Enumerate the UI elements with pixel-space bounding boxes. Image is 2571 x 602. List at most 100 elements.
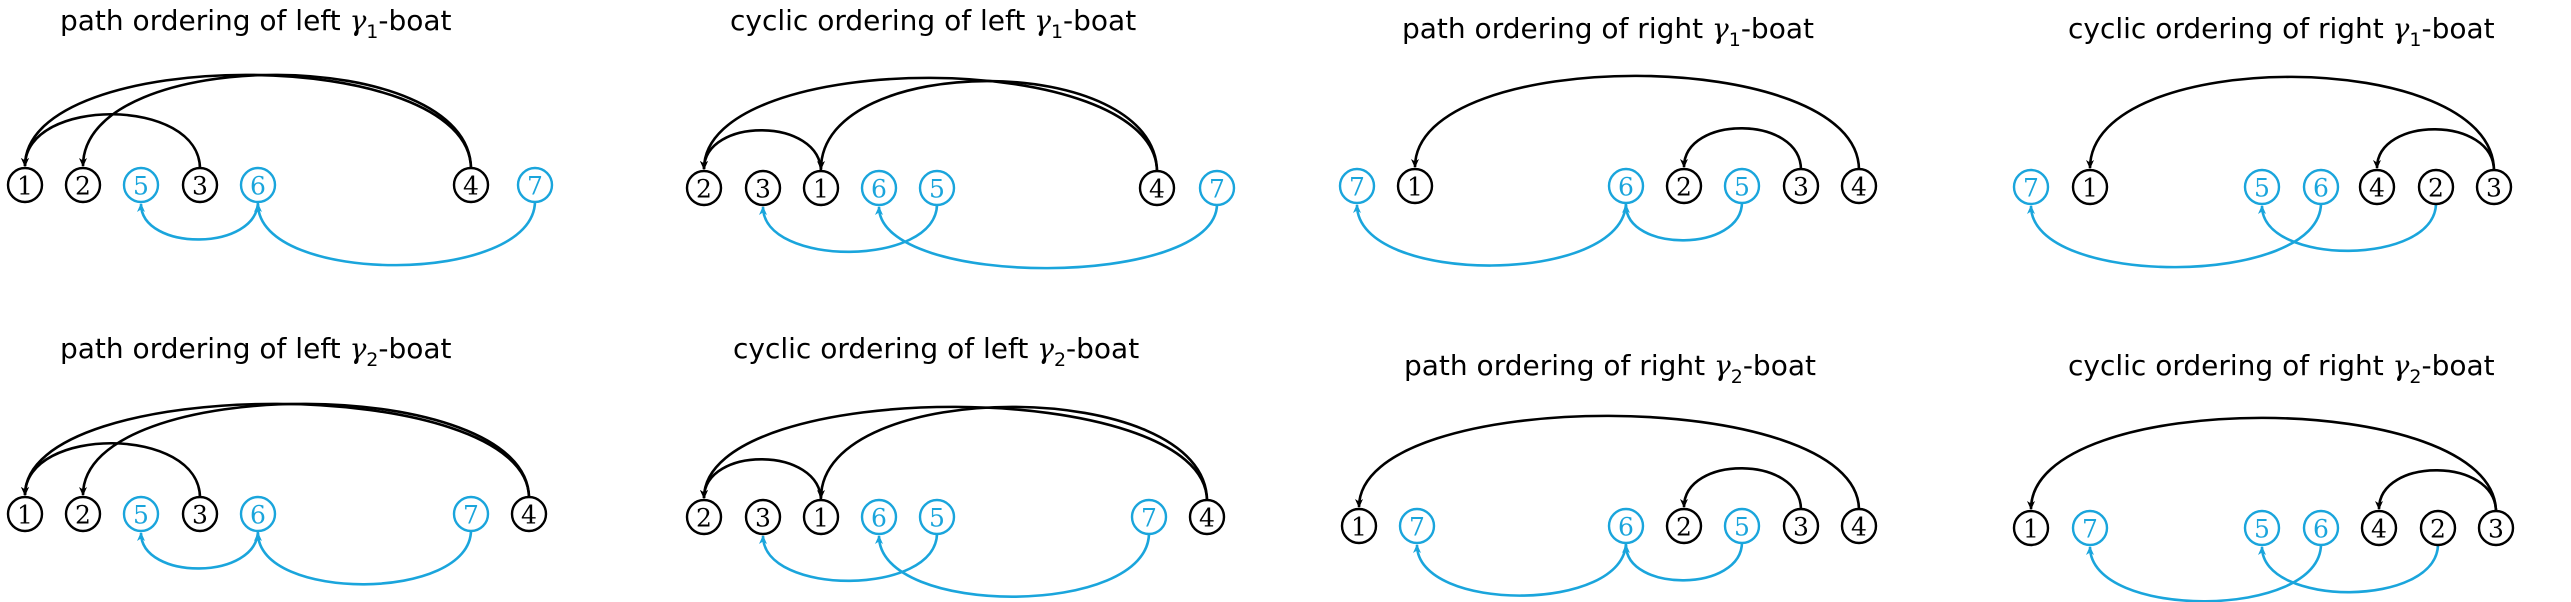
node-1: 1 (1396, 167, 1434, 205)
node-5: 5 (918, 498, 956, 536)
node-label: 1 (17, 501, 33, 530)
node-label: 1 (813, 504, 829, 533)
node-label: 5 (133, 172, 149, 201)
node-label: 4 (2369, 174, 2385, 203)
arc-4-to-1 (817, 405, 1209, 502)
arc-4-to-2 (79, 73, 473, 170)
arcs (700, 405, 1209, 598)
node-label: 3 (1793, 513, 1809, 542)
node-label: 2 (1676, 173, 1692, 202)
title-subscript: 2 (366, 349, 378, 371)
node-circle (2477, 509, 2515, 547)
node-1: 1 (6, 166, 44, 204)
panel-title: path ordering of left γ2-boat (60, 332, 452, 371)
node-label: 6 (2313, 515, 2329, 544)
arc-5-to-6 (1622, 201, 1744, 242)
node-3: 3 (181, 166, 219, 204)
node-3: 3 (744, 498, 782, 536)
arc-2-to-5 (2258, 543, 2440, 594)
node-label: 6 (250, 501, 266, 530)
node-label: 1 (2023, 515, 2039, 544)
node-4: 4 (452, 166, 490, 204)
node-circle (1607, 507, 1645, 545)
node-label: 7 (2082, 515, 2098, 544)
node-label: 4 (521, 501, 537, 530)
node-3: 3 (181, 495, 219, 533)
title-suffix: -boat (1063, 4, 1136, 37)
node-circle (6, 166, 44, 204)
node-circle (744, 498, 782, 536)
node-label: 6 (1618, 513, 1634, 542)
node-1: 1 (2071, 168, 2109, 206)
node-label: 7 (1141, 504, 1157, 533)
title-greek: γ (350, 4, 367, 37)
arc-3-to-2 (1680, 467, 1803, 511)
node-7: 7 (1398, 507, 1436, 545)
node-circle (122, 495, 160, 533)
node-label: 5 (1734, 513, 1750, 542)
node-4: 4 (2358, 168, 2396, 206)
node-label: 2 (75, 172, 91, 201)
node-circle (685, 169, 723, 207)
node-label: 6 (250, 172, 266, 201)
node-label: 3 (2488, 515, 2504, 544)
node-label: 4 (1851, 513, 1867, 542)
node-label: 2 (696, 175, 712, 204)
title-prefix: path ordering of right (1402, 12, 1712, 45)
node-label: 4 (463, 172, 479, 201)
node-label: 7 (1349, 173, 1365, 202)
node-7: 7 (516, 166, 554, 204)
title-subscript: 1 (1729, 29, 1741, 51)
node-label: 6 (871, 175, 887, 204)
node-label: 4 (2371, 515, 2387, 544)
title-suffix: -boat (1741, 12, 1814, 45)
node-circle (1782, 507, 1820, 545)
arc-4-to-1 (817, 79, 1159, 173)
arc-6-to-7 (2027, 202, 2323, 269)
title-prefix: path ordering of left (60, 332, 350, 365)
node-1: 1 (802, 498, 840, 536)
arc-3-to-1 (2086, 75, 2496, 172)
node-2: 2 (1665, 507, 1703, 545)
arc-3-to-1 (21, 112, 202, 170)
node-circle (802, 169, 840, 207)
node-circle (452, 166, 490, 204)
panel-title: path ordering of right γ1-boat (1402, 12, 1814, 51)
node-2: 2 (685, 498, 723, 536)
node-label: 3 (192, 172, 208, 201)
arc-4-to-1 (21, 73, 473, 170)
node-7: 7 (2012, 168, 2050, 206)
arc-3-to-4 (2375, 469, 2498, 513)
node-circle (2243, 509, 2281, 547)
nodes: 1 2 5 3 6 4 7 (6, 166, 554, 204)
node-circle (1723, 507, 1761, 545)
node-circle (2358, 168, 2396, 206)
arc-3-to-1 (21, 441, 202, 499)
node-circle (860, 498, 898, 536)
node-circle (181, 166, 219, 204)
node-2: 2 (2417, 168, 2455, 206)
node-label: 7 (1209, 175, 1225, 204)
node-2: 2 (64, 495, 102, 533)
arcs (700, 76, 1219, 270)
arc-4-to-2 (700, 76, 1159, 173)
node-5: 5 (1723, 507, 1761, 545)
arc-4-to-1 (1411, 74, 1861, 171)
node-circle (2012, 168, 2050, 206)
node-6: 6 (1607, 507, 1645, 545)
node-6: 6 (2302, 168, 2340, 206)
node-circle (6, 495, 44, 533)
node-circle (1188, 498, 1226, 536)
arc-4-to-2 (700, 405, 1209, 502)
node-label: 3 (2486, 174, 2502, 203)
node-label: 4 (1149, 175, 1165, 204)
title-greek: γ (2393, 349, 2410, 382)
node-circle (1340, 507, 1378, 545)
node-5: 5 (122, 495, 160, 533)
